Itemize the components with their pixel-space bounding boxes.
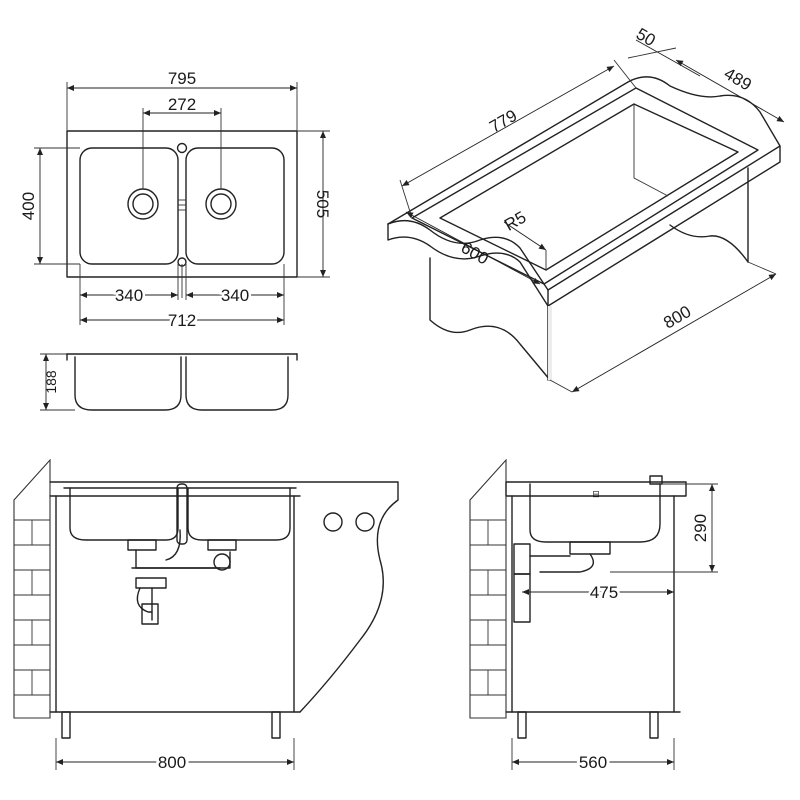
front-install-view: 800 [13, 458, 399, 775]
dim-corner-radius: R5 [501, 208, 529, 235]
bowl-marker-icon: ⊟ [592, 489, 600, 499]
dim-sink-height: 290 [691, 514, 710, 542]
side-section-view: 188 [40, 353, 298, 411]
dim-line-600 [405, 211, 541, 285]
dim-bowls-total-width: 712 [168, 311, 196, 330]
dim-isometric-depth: 489 [721, 64, 755, 95]
tap-hole-icon [323, 512, 343, 532]
tap-hole-icon-2 [355, 512, 375, 532]
overflow-pipe [176, 483, 188, 545]
right-bowl-section [185, 356, 289, 411]
side-cabinet-leg-right [649, 711, 659, 739]
cabinet-leg-right [271, 711, 281, 739]
right-drain-icon [205, 188, 237, 220]
siphon-trap-icon [127, 539, 237, 625]
dim-bowl-depth: 188 [43, 370, 59, 394]
front-right-bowl [187, 487, 291, 541]
side-install-view: ⊟ 290 475 560 [469, 458, 718, 775]
dim-cabinet-depth-side: 560 [579, 753, 607, 772]
side-trap-icon [513, 541, 611, 623]
dim-drain-spacing: 272 [168, 95, 196, 114]
right-bowl-top [185, 147, 285, 265]
dim-line-800-iso [571, 273, 777, 393]
side-cabinet-leg-left [517, 711, 527, 739]
isometric-view: 50 489 779 R5 600 800 [387, 24, 785, 393]
brick-wall-left [13, 458, 51, 719]
dim-lip-width: 50 [633, 24, 659, 50]
dim-left-bowl-width: 340 [115, 286, 143, 305]
dim-line-489 [675, 59, 785, 123]
dim-cabinet-width-front: 800 [158, 753, 186, 772]
dim-right-bowl-width: 340 [221, 286, 249, 305]
dim-drain-offset: 475 [590, 583, 618, 602]
cabinet-leg-left [61, 711, 71, 739]
dim-bowl-height: 400 [19, 192, 38, 220]
countertop-front [49, 481, 399, 713]
top-view: 795 272 400 505 340 340 712 [19, 69, 332, 333]
dim-overall-width: 795 [168, 69, 196, 88]
overflow-icon [178, 199, 186, 211]
left-drain-icon [127, 188, 159, 220]
dim-line-779 [401, 65, 615, 187]
side-countertop [505, 481, 687, 497]
left-bowl-top [79, 147, 179, 265]
dim-cabinet-width-iso: 800 [660, 302, 694, 333]
dim-overall-depth: 505 [313, 190, 332, 218]
dim-isometric-length: 779 [486, 106, 520, 137]
sink-bowl-opening [439, 103, 739, 271]
brick-wall-right-view [469, 458, 507, 719]
left-bowl-section [74, 356, 182, 411]
countertop-edge [547, 145, 781, 307]
faucet-hole-icon [176, 142, 188, 154]
